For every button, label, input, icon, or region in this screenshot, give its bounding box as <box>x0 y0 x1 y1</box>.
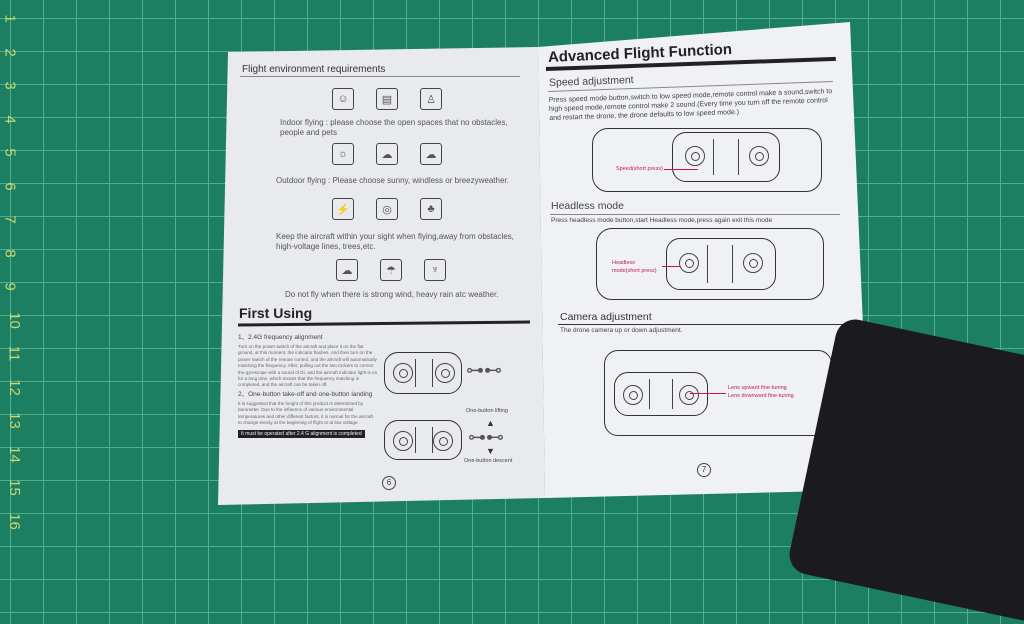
no-person-icon: ☺ <box>332 88 354 110</box>
wind-icon: ☁ <box>336 259 358 281</box>
ruler-number: 15 <box>5 479 23 496</box>
headless-title: Headless mode <box>551 200 624 212</box>
ruler-number: 13 <box>5 412 23 429</box>
ruler-number: 1 <box>1 14 19 23</box>
arrow-up-icon: ▲ <box>486 418 495 428</box>
page-number-left: 6 <box>382 476 396 490</box>
indoor-text: Indoor flying : please choose the open s… <box>280 118 508 137</box>
no-obstacle-icon: ▤ <box>376 88 398 110</box>
speed-pointer-line <box>664 169 698 170</box>
breezy-icon: ☁ <box>420 143 442 165</box>
headless-label-1: Headless <box>612 260 635 266</box>
ruler-number: 7 <box>1 215 19 224</box>
ruler-number: 11 <box>5 345 23 362</box>
donot-text: Do not fly when there is strong wind, he… <box>285 290 499 299</box>
divider <box>240 76 520 77</box>
first-using-title: First Using <box>239 305 313 321</box>
keep-text: Keep the aircraft within your sight when… <box>276 232 514 251</box>
remote-diagram-headless <box>666 238 776 290</box>
ruler-number: 6 <box>1 181 19 191</box>
divider <box>558 324 850 325</box>
warning-banner: It must be operated after 2.4 G alignmen… <box>238 430 365 439</box>
drone-diagram-2: ⊶⊷ <box>468 427 504 447</box>
ruler-number: 9 <box>1 282 19 291</box>
manual-page-right: Advanced Flight Function Speed adjustmen… <box>538 22 870 498</box>
ruler-number: 10 <box>5 311 23 329</box>
speed-diagram-frame <box>592 128 822 192</box>
ruler-number: 2 <box>1 47 19 57</box>
tree-icon: ♣ <box>420 198 442 220</box>
ruler-number: 12 <box>5 378 23 396</box>
headless-pointer-line <box>662 266 680 267</box>
sight-icon: ◎ <box>376 198 398 220</box>
headless-body: Press headless mode button,start Headles… <box>551 217 773 224</box>
step1-body: Turn on the power switch of the aircraft… <box>238 344 378 388</box>
manual-page-left: Flight environment requirements ☺ ▤ ♙ In… <box>218 47 545 505</box>
section-rule <box>237 320 531 327</box>
drone-diagram-1: ⊶⊷ <box>466 360 502 380</box>
sunny-icon: ☼ <box>332 143 354 165</box>
descent-label: One-button descent <box>464 458 513 464</box>
step2-body: It is suggested that the height of this … <box>238 400 373 426</box>
cloudy-icon: ☁ <box>376 143 398 165</box>
remote-diagram-2 <box>384 420 462 460</box>
lens-up-label: Lens upward fine-tuning <box>728 385 787 391</box>
camera-title: Camera adjustment <box>560 311 652 323</box>
ruler-number: 4 <box>1 114 19 124</box>
lens-down-label: Lens downward fine-tuning <box>728 393 794 399</box>
ruler-number: 16 <box>5 512 23 530</box>
headless-diagram-frame <box>596 228 824 300</box>
speed-title: Speed adjustment <box>548 74 634 89</box>
ruler-number: 3 <box>1 81 19 90</box>
ruler-number: 8 <box>1 248 19 258</box>
power-line-icon: ⚡ <box>332 198 354 220</box>
headless-label-2: mode(short press) <box>612 268 657 274</box>
step1-title: 1、2.4G frequency alignment <box>238 334 323 341</box>
camera-body: The drone camera up or down adjustment. <box>560 327 683 334</box>
ruler-number: 14 <box>5 445 23 463</box>
lifting-label: One-button lifting <box>466 408 508 414</box>
ruler-number: 5 <box>1 148 19 157</box>
remote-diagram-1 <box>384 352 462 394</box>
step2-title: 2、One-button take-off and one-button lan… <box>238 390 373 398</box>
no-pet-icon: ♙ <box>420 88 442 110</box>
first-using-steps: 1、2.4G frequency alignment Turn on the p… <box>238 334 378 439</box>
speed-label: Speed(short press) <box>616 166 663 172</box>
arrow-down-icon: ▼ <box>486 446 495 456</box>
env-title: Flight environment requirements <box>242 64 386 75</box>
storm-icon: ♆ <box>424 259 446 281</box>
divider <box>550 214 840 215</box>
remote-diagram-speed <box>672 132 780 182</box>
remote-diagram-camera <box>614 372 708 416</box>
outdoor-text: Outdoor flying : Please choose sunny, wi… <box>276 176 509 185</box>
speed-body: Press speed mode button,switch to low sp… <box>548 88 833 122</box>
lens-pointer-line <box>690 393 726 394</box>
rain-icon: ☂ <box>380 259 402 281</box>
page-number-right: 7 <box>697 463 711 477</box>
